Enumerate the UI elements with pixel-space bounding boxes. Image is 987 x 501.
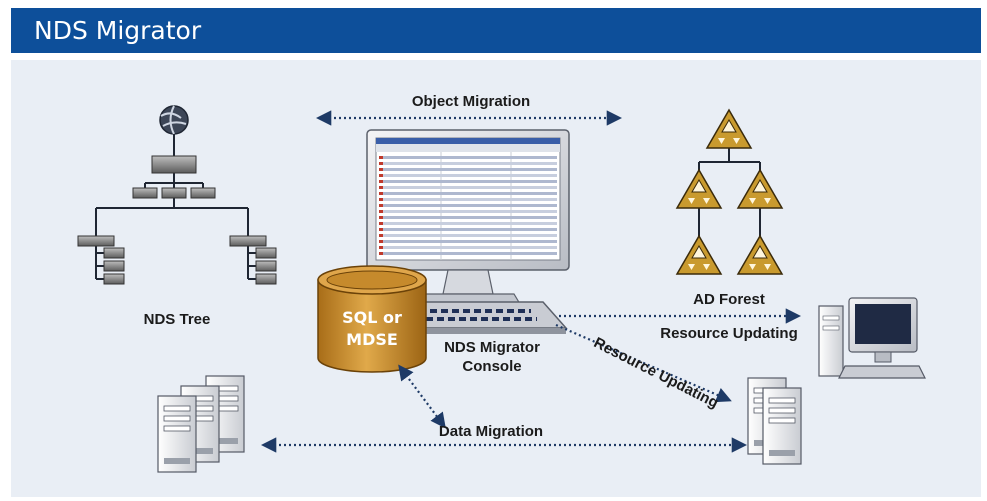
resource-updating-diag-label: Resource Updating bbox=[591, 334, 721, 412]
tree-node-icon bbox=[103, 247, 125, 259]
workstation-icon bbox=[818, 297, 926, 379]
tree-node-icon bbox=[229, 235, 267, 247]
resource-updating-arrow-diag bbox=[555, 323, 732, 403]
object-migration-label: Object Migration bbox=[412, 93, 530, 110]
tree-node-icon bbox=[103, 273, 125, 285]
nds-tree-label: NDS Tree bbox=[144, 311, 211, 328]
tree-node-icon bbox=[255, 273, 277, 285]
tree-node-icon bbox=[255, 260, 277, 272]
forest-node-icon bbox=[676, 169, 722, 209]
forest-node-icon bbox=[737, 235, 783, 275]
console-label-line1: NDS Migrator bbox=[444, 339, 540, 356]
resource-updating-right-label: Resource Updating bbox=[660, 325, 798, 342]
diagram-canvas: NDS Tree Object Migration bbox=[11, 60, 981, 497]
data-migration-label: Data Migration bbox=[439, 423, 543, 440]
header-bar bbox=[11, 8, 981, 53]
slide-title: NDS Migrator bbox=[34, 16, 202, 45]
ad-forest-label: AD Forest bbox=[693, 291, 765, 308]
tree-node-icon bbox=[103, 260, 125, 272]
console-label-line2: Console bbox=[462, 358, 521, 375]
monitor-icon bbox=[366, 129, 570, 305]
diagram-svg: NDS Tree Object Migration bbox=[77, 93, 926, 473]
forest-node-icon bbox=[737, 169, 783, 209]
server-icon bbox=[747, 377, 802, 465]
tree-node-icon bbox=[77, 235, 115, 247]
database-icon bbox=[317, 265, 427, 373]
tree-node-icon bbox=[161, 187, 187, 199]
globe-icon bbox=[159, 105, 189, 156]
ad-forest-diagram bbox=[676, 109, 783, 275]
forest-node-icon bbox=[676, 235, 722, 275]
database-label-line1: SQL or bbox=[342, 308, 402, 327]
tree-node-icon bbox=[132, 187, 158, 199]
tree-node-icon bbox=[151, 155, 197, 174]
forest-node-icon bbox=[706, 109, 752, 149]
tree-node-icon bbox=[190, 187, 216, 199]
database-label-line2: MDSE bbox=[346, 330, 398, 349]
tree-node-icon bbox=[255, 247, 277, 259]
keyboard-icon bbox=[384, 301, 568, 334]
server-icon bbox=[157, 375, 245, 473]
nds-tree-diagram bbox=[77, 105, 277, 285]
data-migration-arrow-vertical bbox=[398, 364, 446, 429]
